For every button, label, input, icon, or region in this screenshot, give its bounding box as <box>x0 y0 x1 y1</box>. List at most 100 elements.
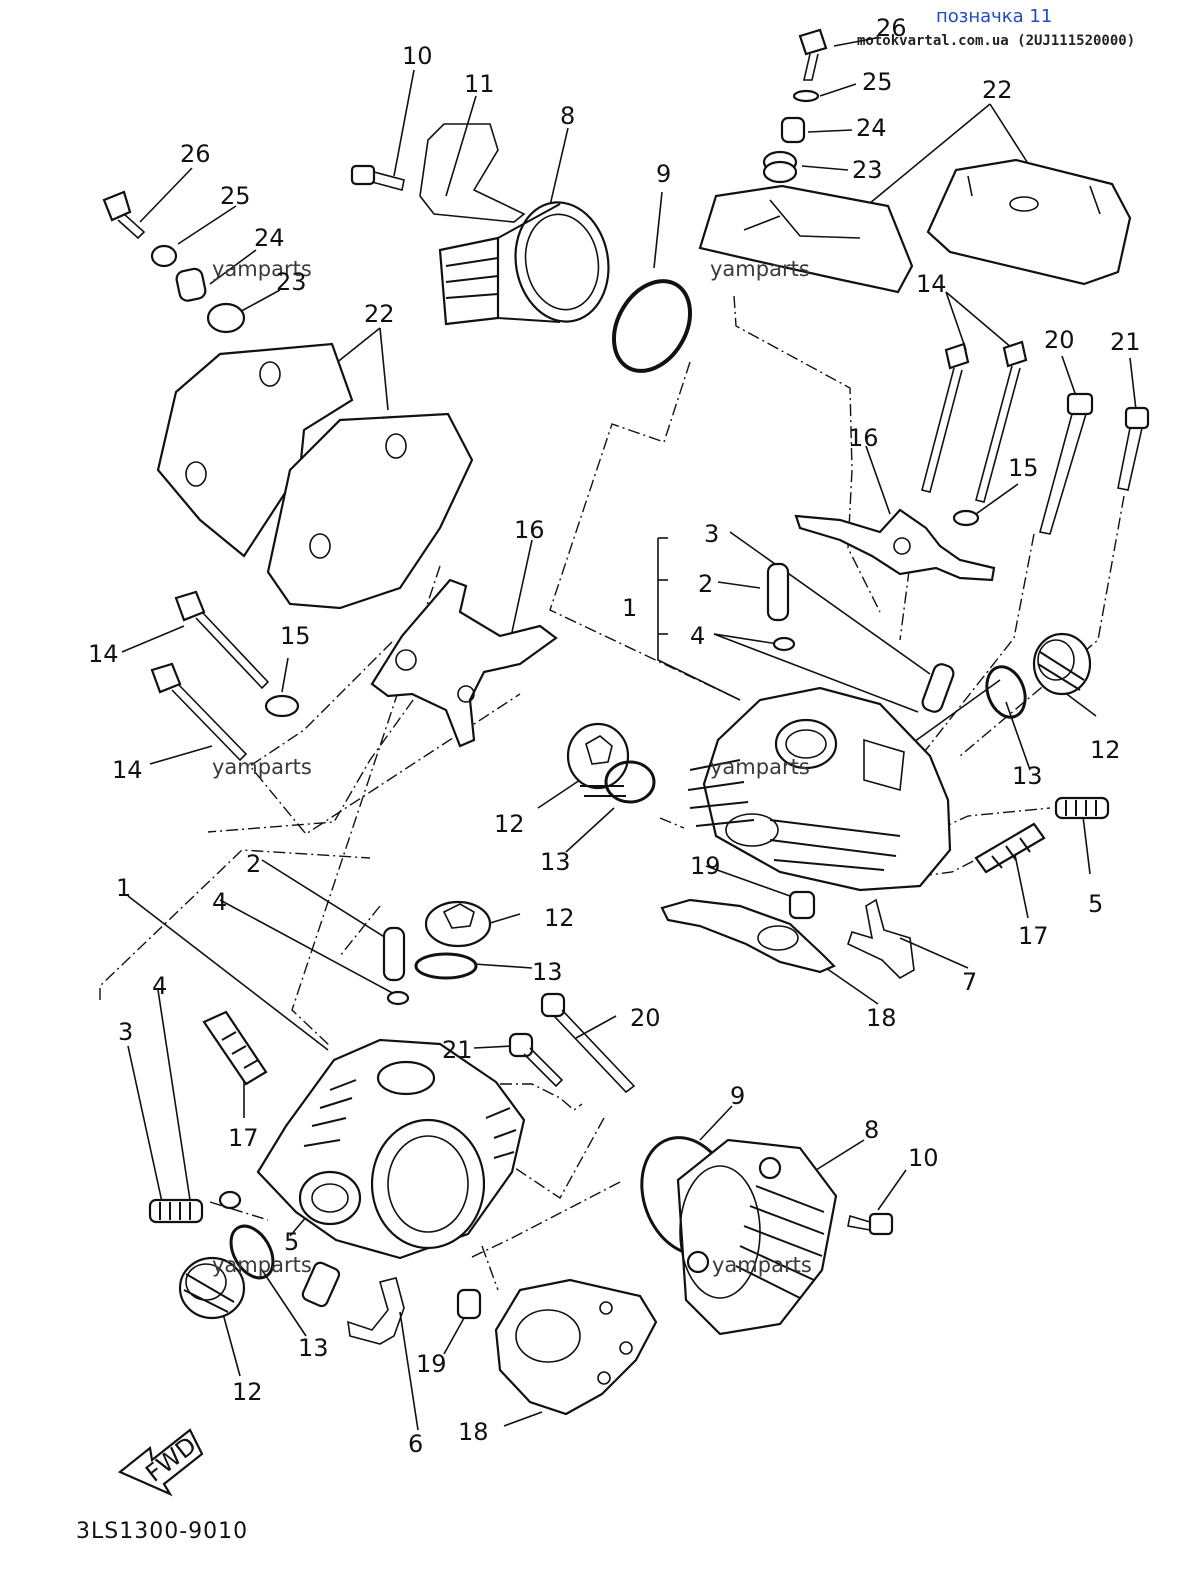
part-dowel-19-right <box>788 890 816 920</box>
part-cap-12-lowmid <box>424 900 492 948</box>
callout-2: 2 <box>698 570 713 598</box>
callout-17: 17 <box>228 1124 259 1152</box>
callout-7: 7 <box>962 968 977 996</box>
callout-23: 23 <box>852 156 883 184</box>
callout-10: 10 <box>402 42 433 70</box>
part-side-cover-22-top-a <box>698 184 914 294</box>
part-cap-12-mid <box>566 722 630 797</box>
callout-25: 25 <box>220 182 251 210</box>
callout-20: 20 <box>1044 326 1075 354</box>
callout-18: 18 <box>866 1004 897 1032</box>
callout-4: 4 <box>690 622 705 650</box>
part-grommet-23-top <box>762 150 798 184</box>
callout-12: 12 <box>494 810 525 838</box>
callout-5: 5 <box>1088 890 1103 918</box>
assembly-axis-lines <box>99 295 1125 1291</box>
callout-2: 2 <box>246 850 261 878</box>
callout-26: 26 <box>876 14 907 42</box>
callout-16: 16 <box>514 516 545 544</box>
callout-20: 20 <box>630 1004 661 1032</box>
callout-13: 13 <box>298 1334 329 1362</box>
part-bolt-10-top <box>350 164 405 191</box>
callout-21: 21 <box>442 1036 473 1064</box>
callout-1: 1 <box>622 594 637 622</box>
part-bolt-21-low <box>508 1032 564 1088</box>
callout-24: 24 <box>254 224 285 252</box>
watermark: yamparts <box>212 257 312 281</box>
watermarks: yamparts yamparts yamparts yamparts yamp… <box>212 257 812 1277</box>
callout-24: 24 <box>856 114 887 142</box>
callout-5: 5 <box>284 1228 299 1256</box>
part-side-cover-22-left <box>156 342 474 610</box>
part-nipple-5-right <box>1054 796 1110 820</box>
watermark: yamparts <box>212 1253 312 1277</box>
part-nipple-5-left <box>301 1261 341 1308</box>
part-clip-4-left <box>386 990 410 1006</box>
callout-19: 19 <box>416 1350 447 1378</box>
callout-22: 22 <box>364 300 395 328</box>
part-stud-14-left-b <box>150 662 248 762</box>
part-cap-12-right <box>1032 632 1092 696</box>
watermark: yamparts <box>710 755 810 779</box>
callout-18: 18 <box>458 1418 489 1446</box>
diagram-code: 3LS1300-9010 <box>76 1519 248 1544</box>
part-bolt-26-top <box>798 28 828 81</box>
part-spark-plug-17-left <box>202 1010 268 1086</box>
callout-9: 9 <box>656 160 671 188</box>
part-clip-4-right <box>772 636 796 652</box>
watermark: yamparts <box>710 257 810 281</box>
part-o-ring-13-lowmid <box>414 952 478 980</box>
part-washer-25-top <box>792 89 820 103</box>
part-bolt-21-right <box>1117 406 1150 491</box>
callout-13: 13 <box>540 848 571 876</box>
callout-19: 19 <box>690 852 721 880</box>
callout-8: 8 <box>864 1116 879 1144</box>
part-o-ring-13-left <box>229 1224 275 1280</box>
header-source: motokvartal.com.ua (2UJ111520000) <box>857 33 1135 49</box>
part-stud-14-left-a <box>174 590 270 690</box>
callout-10: 10 <box>908 1144 939 1172</box>
part-valve-guide-3-right <box>921 663 955 713</box>
callout-3: 3 <box>118 1018 133 1046</box>
callout-26: 26 <box>180 140 211 168</box>
callout-8: 8 <box>560 102 575 130</box>
callout-15: 15 <box>280 622 311 650</box>
part-head-cover-8-top <box>438 201 610 326</box>
callout-14: 14 <box>916 270 947 298</box>
callout-14: 14 <box>112 756 143 784</box>
part-gasket-18-left <box>494 1278 658 1416</box>
callouts: 10 11 8 9 26 25 24 23 22 26 25 24 23 22 … <box>88 14 1141 1458</box>
callout-25: 25 <box>862 68 893 96</box>
part-bolt-20-right <box>1039 392 1094 535</box>
header-link[interactable]: позначка 11 <box>936 6 1052 27</box>
callout-17: 17 <box>1018 922 1049 950</box>
callout-4: 4 <box>212 888 227 916</box>
callout-12: 12 <box>1090 736 1121 764</box>
callout-21: 21 <box>1110 328 1141 356</box>
callout-15: 15 <box>1008 454 1039 482</box>
callout-9: 9 <box>730 1082 745 1110</box>
callout-13: 13 <box>1012 762 1043 790</box>
part-side-cover-22-top-b <box>926 158 1132 286</box>
callout-13: 13 <box>532 958 563 986</box>
callout-6: 6 <box>408 1430 423 1458</box>
part-bolt-26-left <box>102 190 146 240</box>
part-head-cover-8-low <box>676 1138 838 1336</box>
part-collar-24-top <box>780 116 806 144</box>
part-gasket-16-right <box>794 508 996 582</box>
part-dowel-19-left <box>456 1288 482 1320</box>
part-washer-25-left <box>150 244 178 268</box>
part-valve-guide-2-left <box>382 926 406 982</box>
callout-16: 16 <box>848 424 879 452</box>
part-gasket-18-right <box>660 898 836 974</box>
part-studs-14-right <box>921 340 1028 503</box>
watermark: yamparts <box>712 1253 812 1277</box>
callout-12: 12 <box>544 904 575 932</box>
part-gasket-16-left <box>370 578 558 748</box>
callout-1: 1 <box>116 874 131 902</box>
fwd-arrow-icon: FWD <box>117 1428 204 1497</box>
part-pipe-6-left <box>347 1277 405 1345</box>
part-o-ring-9-top <box>612 279 692 373</box>
callout-11: 11 <box>464 70 495 98</box>
part-breather-hose-11 <box>419 123 526 223</box>
